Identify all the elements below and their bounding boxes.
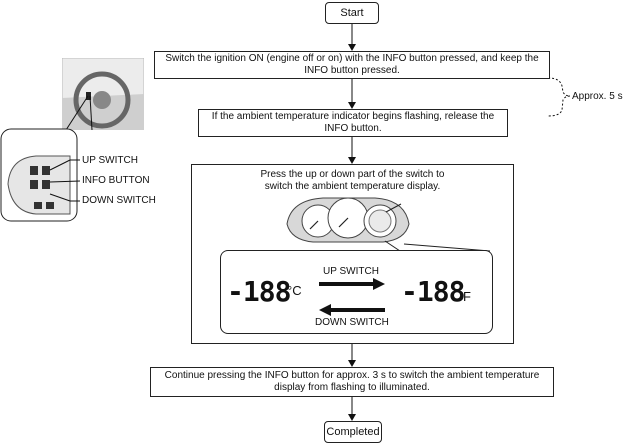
step-4-box: Continue pressing the INFO button for ap… xyxy=(150,367,554,397)
left-arrow-icon xyxy=(319,304,385,316)
steering-switch-inset xyxy=(0,128,78,222)
down-switch-callout: DOWN SWITCH xyxy=(82,195,156,206)
instrument-cluster-illustration xyxy=(286,197,410,243)
brace-label: Approx. 5 s xyxy=(572,91,623,102)
step-2-box: If the ambient temperature indicator beg… xyxy=(198,109,508,137)
step-4-text: Continue pressing the INFO button for ap… xyxy=(164,370,540,393)
fahrenheit-unit: F xyxy=(463,289,471,304)
up-switch-callout: UP SWITCH xyxy=(82,155,138,166)
up-switch-label: UP SWITCH xyxy=(323,266,379,277)
completed-node: Completed xyxy=(324,421,382,443)
celsius-unit: °C xyxy=(287,283,302,298)
temperature-display-panel: -188 °C UP SWITCH DOWN SWITCH -188 F xyxy=(220,250,493,334)
info-button-callout: INFO BUTTON xyxy=(82,175,150,186)
time-brace xyxy=(547,77,571,117)
step-1-box: Switch the ignition ON (engine off or on… xyxy=(154,51,550,79)
step-2-text: If the ambient temperature indicator beg… xyxy=(211,111,495,134)
start-node: Start xyxy=(325,2,379,24)
down-switch-label: DOWN SWITCH xyxy=(315,317,389,328)
start-label: Start xyxy=(340,7,364,19)
celsius-value: -188 xyxy=(227,275,291,308)
fahrenheit-value: -188 xyxy=(401,275,465,308)
completed-label: Completed xyxy=(326,426,380,438)
step-3-text: Press the up or down part of the switch … xyxy=(260,169,445,192)
steering-wheel-illustration xyxy=(62,58,144,130)
step-1-text: Switch the ignition ON (engine off or on… xyxy=(165,53,539,76)
right-arrow-icon xyxy=(319,278,385,290)
